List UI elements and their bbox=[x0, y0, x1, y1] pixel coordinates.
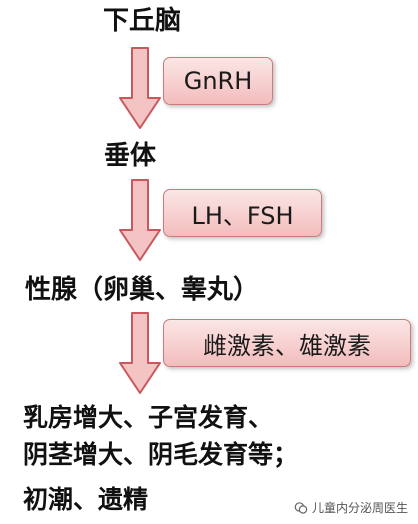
lh-fsh-box: LH、FSH bbox=[163, 189, 322, 237]
sex-hormones-box: 雌激素、雄激素 bbox=[163, 319, 411, 367]
wechat-official-account-icon bbox=[294, 501, 308, 514]
gnrh-label: GnRH bbox=[183, 67, 253, 95]
hypothalamus-label: 下丘脑 bbox=[103, 6, 182, 36]
pituitary-label: 垂体 bbox=[104, 141, 157, 171]
effects-line-2: 阴茎增大、阴毛发育等； bbox=[23, 440, 299, 469]
arrow-down-icon bbox=[119, 179, 161, 261]
arrow-down-icon bbox=[119, 47, 161, 129]
effects-line-1: 乳房增大、子宫发育、 bbox=[23, 403, 274, 432]
effects-line-3: 初潮、遗精 bbox=[23, 485, 149, 514]
watermark: 儿童内分泌周医生 bbox=[294, 499, 408, 516]
gnrh-box: GnRH bbox=[163, 57, 273, 105]
arrow-down-icon bbox=[119, 312, 161, 394]
gonads-label: 性腺（卵巢、睾丸） bbox=[25, 275, 260, 305]
watermark-text: 儿童内分泌周医生 bbox=[311, 501, 408, 515]
lh-fsh-label: LH、FSH bbox=[191, 201, 294, 230]
sex-hormones-label: 雌激素、雄激素 bbox=[203, 331, 371, 360]
